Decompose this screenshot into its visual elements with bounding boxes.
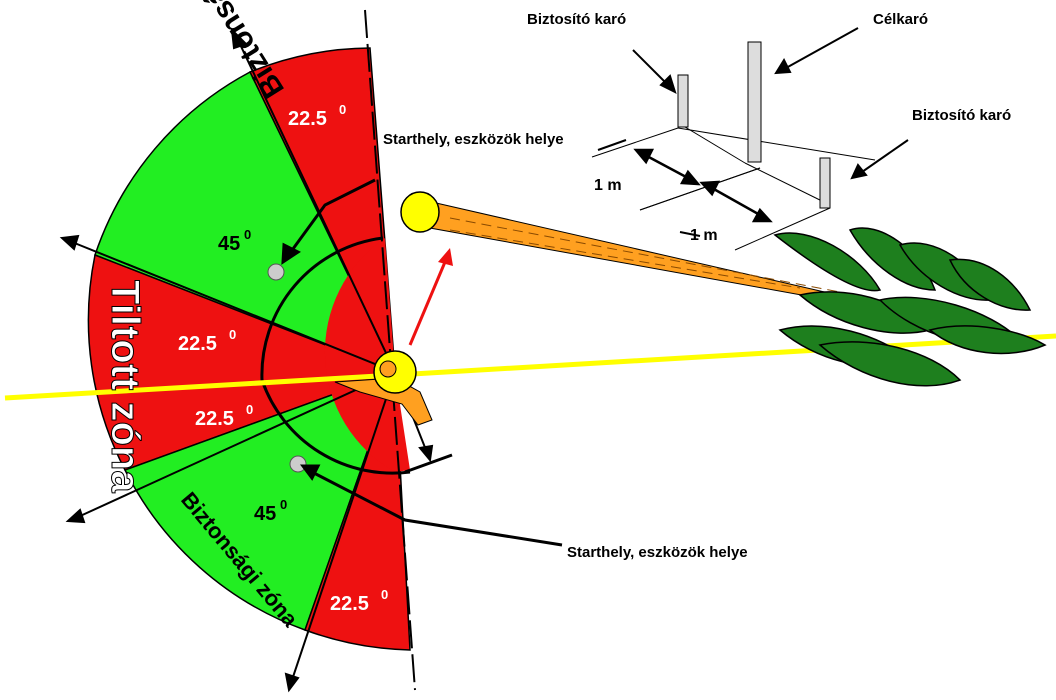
label-pointers [597, 27, 909, 180]
distance-arrows [633, 148, 773, 223]
target-stake-label: Célkaró [873, 11, 928, 28]
distance-label-1: 1 m [594, 177, 622, 194]
inner-arc-tick [404, 453, 453, 474]
svg-text:0: 0 [229, 327, 236, 342]
dashed-boundary [364, 9, 416, 691]
forbidden-zone-label: Tiltott zóna [103, 280, 147, 493]
svg-text:45: 45 [254, 503, 276, 525]
target-stake [747, 41, 762, 163]
safety-stake-right [819, 157, 831, 209]
safety-zone-label-top: Biztonsági zóna [142, 0, 291, 104]
start-position-marker-bottom [289, 455, 307, 473]
svg-text:0: 0 [381, 587, 388, 602]
svg-text:0: 0 [246, 402, 253, 417]
stake-grid [591, 126, 876, 251]
start-pointer-bottom [300, 464, 563, 547]
svg-text:22.5: 22.5 [330, 593, 369, 615]
angle-label-2: 45 0 [218, 227, 251, 255]
start-place-label-bottom: Starthely, eszközök helye [567, 544, 748, 561]
safety-stake-label-right: Biztosító karó [912, 107, 1011, 124]
svg-text:0: 0 [244, 227, 251, 242]
inner-arc [260, 236, 411, 475]
grass-leaves [773, 227, 1047, 387]
red-zone-left [87, 253, 398, 471]
svg-text:45: 45 [218, 233, 240, 255]
start-place-label-top: Starthely, eszközök helye [383, 131, 564, 148]
angle-label-4: 22.5 0 [195, 402, 253, 430]
svg-text:22.5: 22.5 [288, 108, 327, 130]
hammer-handle [400, 191, 843, 299]
start-pointer-top [281, 178, 376, 265]
svg-text:22.5: 22.5 [178, 333, 217, 355]
distance-label-2: 1 m [690, 227, 718, 244]
svg-text:22.5: 22.5 [195, 408, 234, 430]
svg-text:0: 0 [339, 102, 346, 117]
svg-text:0: 0 [280, 497, 287, 512]
angle-label-1: 22.5 0 [288, 102, 346, 130]
release-direction-arrow [408, 248, 453, 346]
inner-red-half-circle [324, 238, 410, 472]
thrower-figure [334, 350, 433, 426]
angle-label-3: 22.5 0 [178, 327, 236, 355]
safety-stake-label-top: Biztosító karó [527, 11, 626, 28]
start-position-marker-top [267, 263, 285, 281]
angle-label-5: 45 0 [254, 497, 287, 525]
angle-label-6: 22.5 0 [330, 587, 388, 615]
safety-stake-left [677, 74, 689, 128]
green-zone-top [94, 70, 397, 374]
